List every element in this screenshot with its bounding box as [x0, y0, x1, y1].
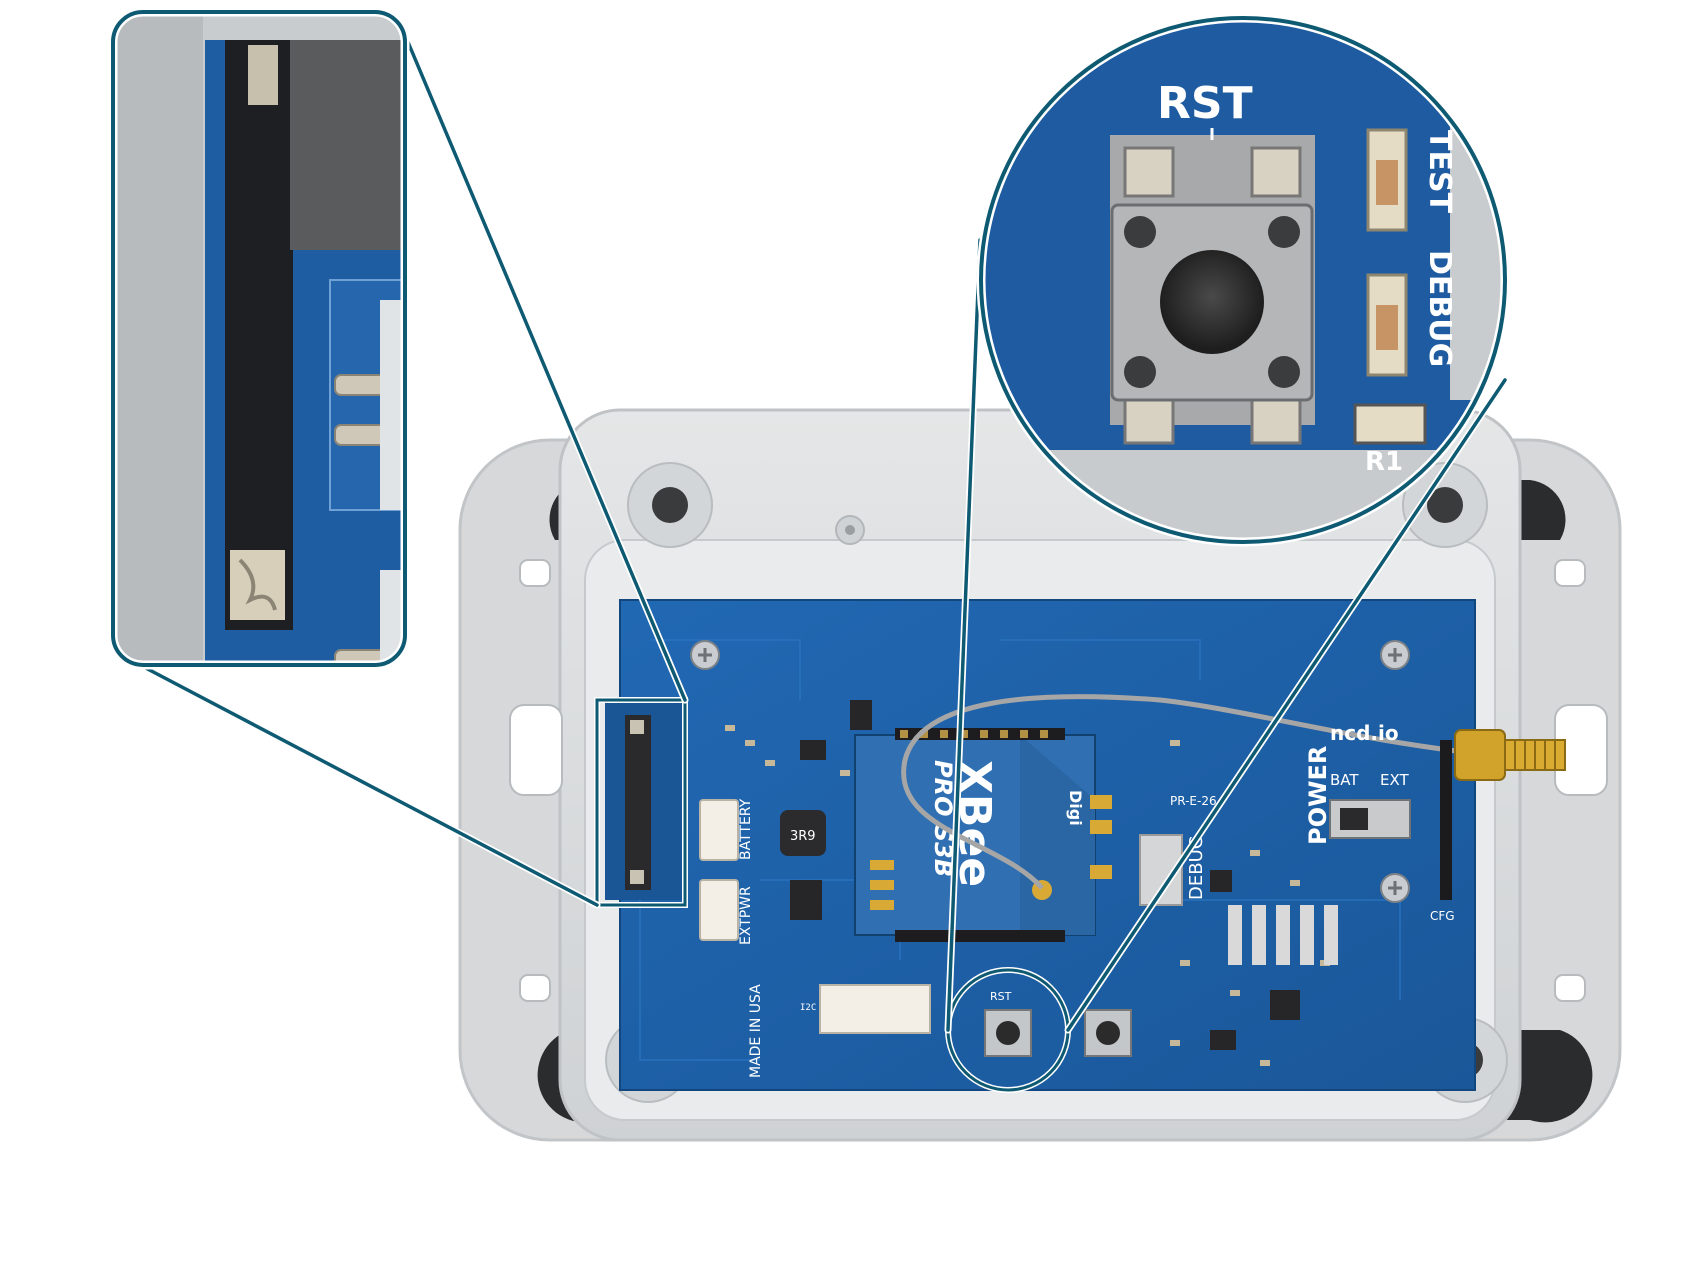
made-in-usa-label: MADE IN USA — [748, 984, 764, 1078]
ext-label: EXT — [1380, 771, 1409, 789]
bat-label: BAT — [1330, 771, 1359, 789]
xbee-module: XBee PRO S3B Digi — [854, 728, 1112, 942]
cfg-button-board — [1084, 1009, 1132, 1057]
sma-connector — [1454, 729, 1566, 781]
debug-led — [1366, 273, 1408, 377]
digi-logo: Digi — [1066, 790, 1085, 826]
zoom-debug-label: DEBUG — [1422, 250, 1457, 367]
zoom-rst-label: RST — [1157, 78, 1253, 129]
antenna-cable — [901, 694, 1491, 890]
zoom-battery-clip — [108, 7, 410, 670]
test-led — [1366, 128, 1408, 232]
screw-icon — [1380, 640, 1410, 670]
inductor-marking: 3R9 — [790, 829, 816, 844]
pcb-board: 3R9 I2C — [605, 599, 1566, 1091]
i2c-label: I2C — [800, 1003, 816, 1013]
part-label: PR-E-26 — [1170, 794, 1217, 808]
extpwr-label: EXTPWR — [738, 886, 754, 945]
power-switch — [1329, 799, 1411, 839]
zoom-r1-label: R1 — [1365, 447, 1403, 477]
rst-label-board: RST — [990, 990, 1012, 1003]
screw-icon — [1380, 873, 1410, 903]
power-label: POWER — [1304, 746, 1332, 845]
rst-button-board — [984, 1009, 1032, 1057]
rst-tactile-switch — [1110, 135, 1315, 445]
zoom-test-label: TEST — [1422, 130, 1457, 214]
zoom-rst-button: RST TEST DEBUG R1 — [976, 13, 1510, 547]
callout-lines — [136, 31, 1509, 1034]
cfg-label: CFG — [1430, 909, 1455, 923]
screw-icon — [690, 640, 720, 670]
battery-label: BATTERY — [738, 798, 754, 860]
ncd-logo: ncd.io — [1330, 721, 1399, 745]
